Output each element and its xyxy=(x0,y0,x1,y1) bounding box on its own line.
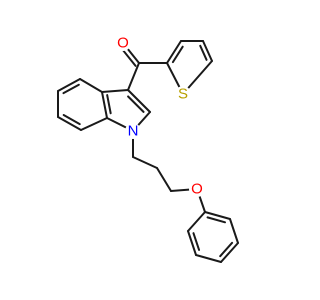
bond-p4-p5 xyxy=(195,254,222,263)
bond-layer xyxy=(57,40,239,263)
bond-p1-p2 xyxy=(204,211,231,220)
bond-c4-c5-inner xyxy=(62,83,80,95)
atom-label-o1: O xyxy=(117,35,129,52)
bond-p5-p6 xyxy=(187,230,197,256)
atom-ketone-oxygen: O xyxy=(115,35,131,52)
bond-c3a-c4 xyxy=(79,78,103,93)
atom-label-s1: S xyxy=(178,86,188,103)
bond-ct4-ct5 xyxy=(202,40,213,62)
bond-c3a-c3 xyxy=(101,89,129,93)
bond-p3-p4-inner xyxy=(219,241,234,258)
bond-p3-p4 xyxy=(220,242,239,263)
atom-indole-nitrogen: N xyxy=(125,123,141,140)
bond-p1-p2-inner xyxy=(206,216,227,224)
molecule-diagram: O S N O xyxy=(57,35,239,263)
bond-p5-p6-inner xyxy=(192,232,201,251)
bond-ct2-ct3-inner xyxy=(171,45,184,64)
bond-c3-c2 xyxy=(127,89,151,113)
bond-p2-p3 xyxy=(229,218,239,244)
bond-c6-c7 xyxy=(57,116,82,131)
bond-c0-c3 xyxy=(127,62,140,91)
bond-p6-p1 xyxy=(187,211,206,232)
atom-label-n1: N xyxy=(128,123,139,140)
atom-thiophene-sulfur: S xyxy=(175,86,191,103)
bond-ct2-ct3 xyxy=(166,40,182,64)
bond-c6-c7-inner xyxy=(62,114,81,126)
bond-c3-c2-inner xyxy=(127,95,145,113)
bond-c7a-c3a-inner xyxy=(106,94,112,115)
bond-c7a-c3a xyxy=(101,91,108,119)
bond-c4-c5 xyxy=(57,78,81,92)
bond-a1-a2 xyxy=(132,156,158,169)
atom-label-layer: O S N O xyxy=(115,35,205,198)
bond-c7-c7a xyxy=(80,117,108,131)
atom-ether-oxygen: O xyxy=(189,181,205,198)
bond-ct4-ct5-inner xyxy=(199,44,208,61)
atom-label-o2: O xyxy=(191,181,203,198)
bond-a2-a3 xyxy=(156,167,172,192)
